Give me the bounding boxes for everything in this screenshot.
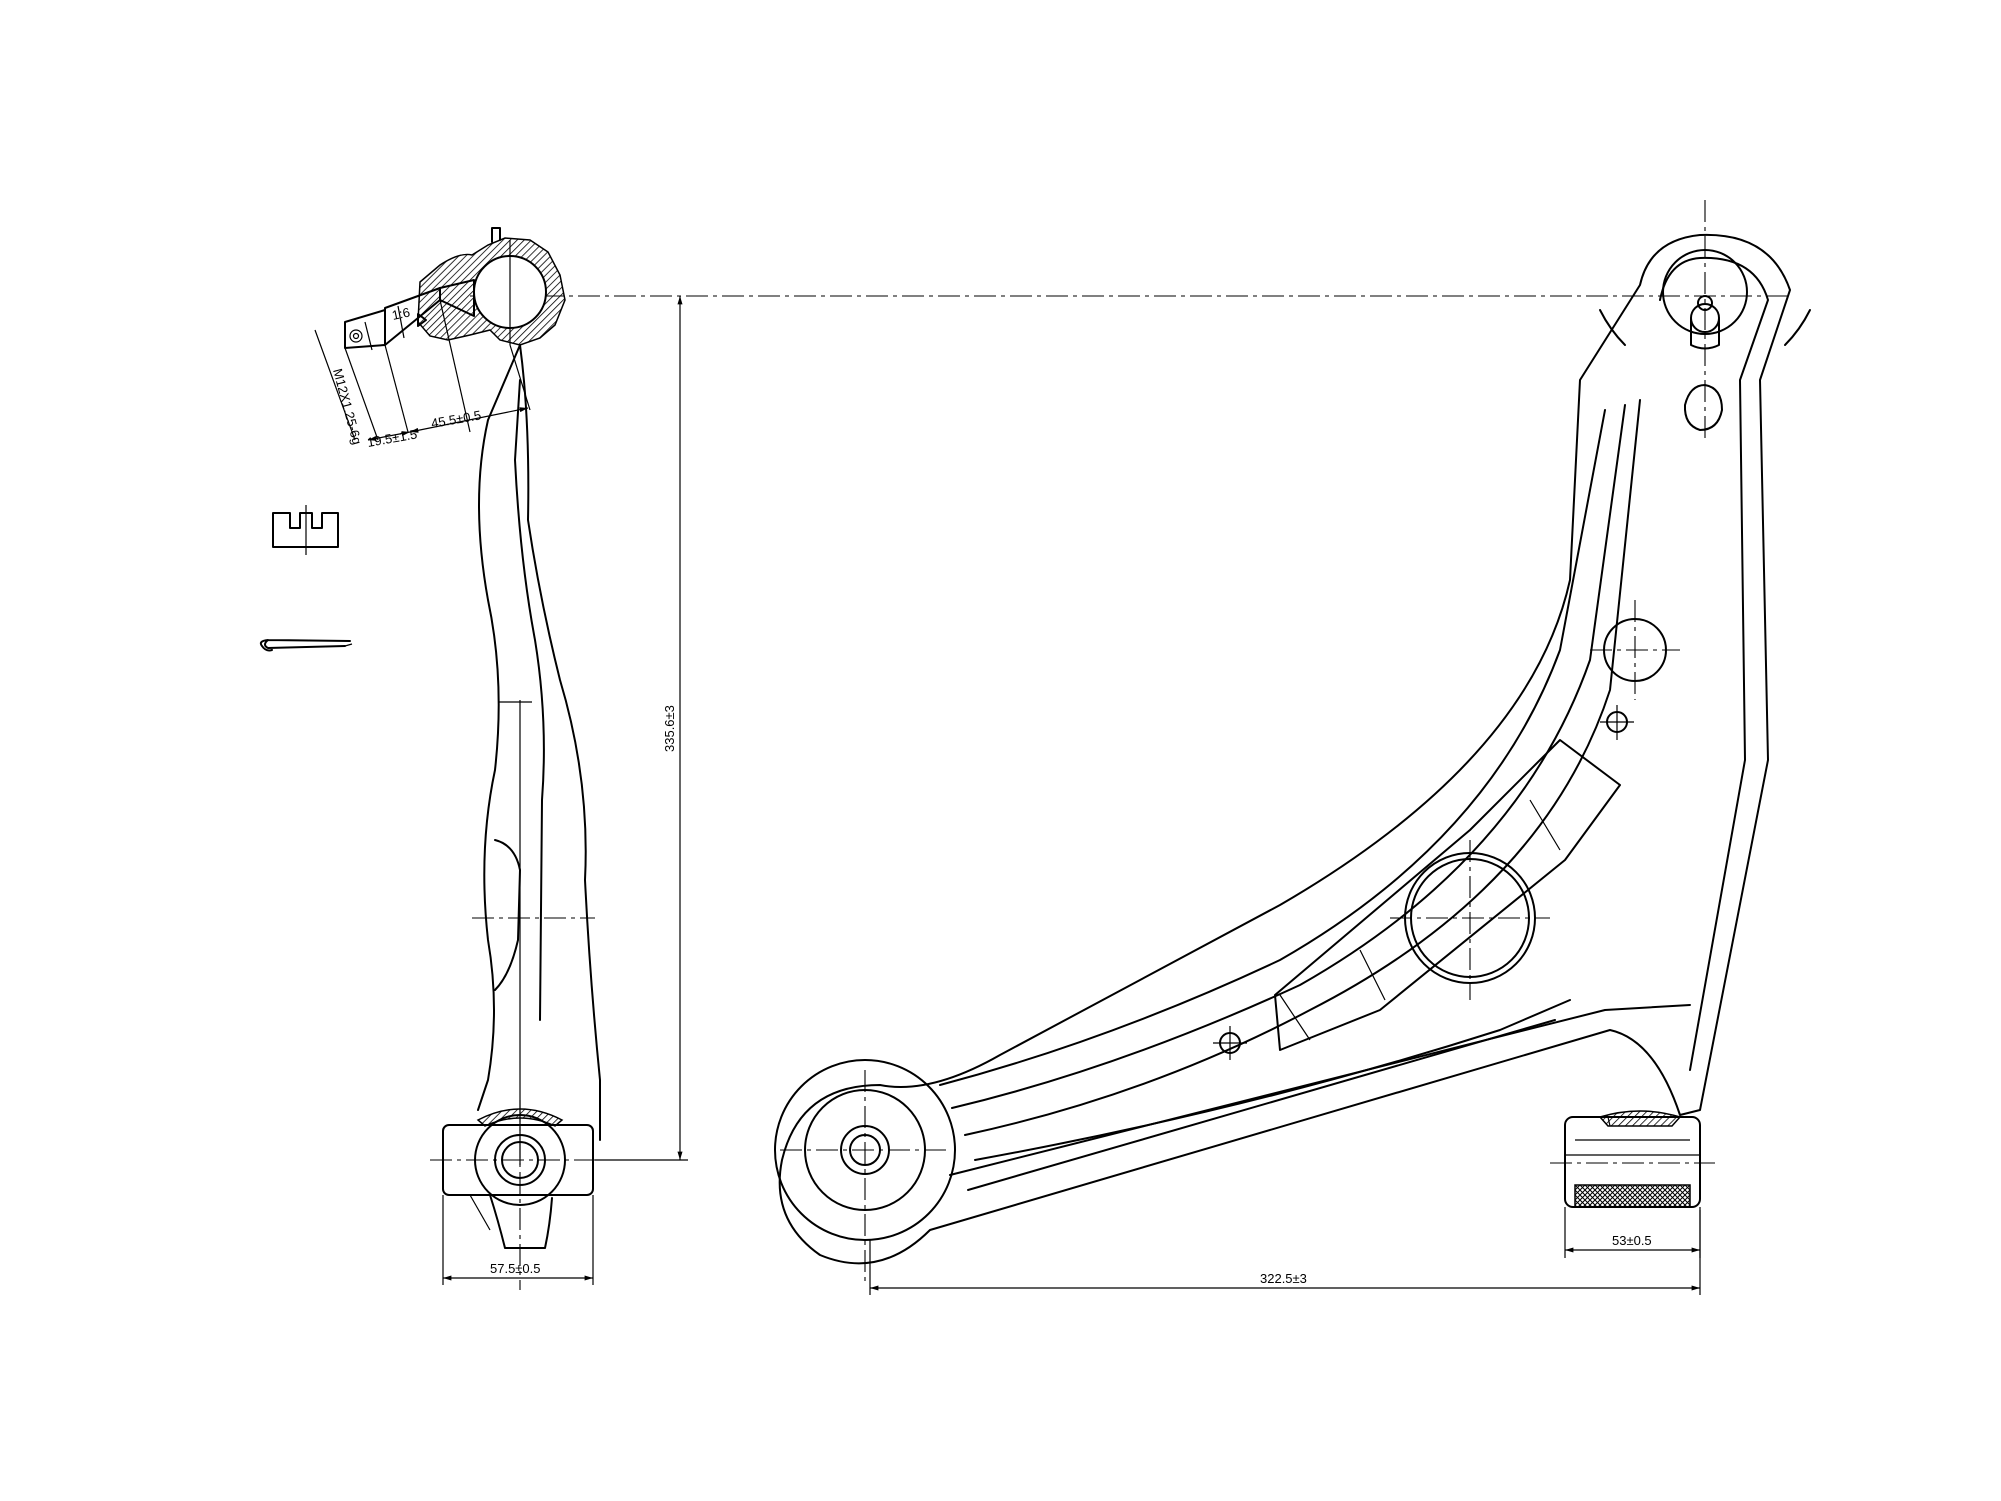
taper-label: 1:6	[391, 305, 412, 323]
height-label: 335.6±3	[662, 705, 677, 752]
span-label: 322.5±3	[1260, 1271, 1307, 1286]
front-bushing-width-label: 57.5±0.5	[490, 1261, 541, 1276]
front-bushing-side	[430, 1100, 610, 1290]
front-bushing-top	[774, 1059, 956, 1285]
arm-side-flange	[494, 839, 521, 991]
top-view: 53±0.5 322.5±3	[774, 200, 1811, 1295]
rear-bushing	[1550, 1110, 1715, 1208]
web-divider-3	[1529, 799, 1561, 851]
arm-top-web-line-3	[964, 399, 1641, 1136]
height-dimension: 335.6±3	[595, 296, 688, 1161]
arm-top-rib-lower-2	[967, 1019, 1556, 1191]
ball-stud: 1:6	[344, 279, 475, 351]
arm-side-inner-rib	[514, 379, 545, 1021]
web-divider-2	[1279, 994, 1311, 1041]
arm-top-outline	[778, 233, 1791, 1265]
front-bushing-width-dimension: 57.5±0.5	[442, 1195, 594, 1285]
web-divider-1	[1359, 949, 1386, 1001]
side-view: 1:6 M12X1.25-6g 19.5±1.5 45.5±0.5	[259, 227, 1790, 1290]
rear-bushing-width-dimension: 53±0.5	[1564, 1207, 1701, 1258]
small-hole-2	[1213, 1026, 1247, 1060]
ball-joint-top	[1599, 200, 1811, 440]
arm-side-outline	[477, 344, 601, 1141]
ball-offset-label: 45.5±0.5	[430, 407, 482, 431]
span-dimension: 322.5±3	[869, 1210, 1701, 1295]
castle-nut-icon	[272, 505, 339, 555]
arm-top-rib-lower	[974, 999, 1571, 1161]
arm-top-web-line-1	[939, 409, 1606, 1086]
cotter-pin-icon	[259, 639, 353, 652]
mounting-hole-upper	[1590, 600, 1680, 700]
arm-top-inner-contour	[949, 256, 1769, 1176]
ball-joint-housing	[417, 227, 566, 346]
arm-top-web-line-2	[951, 404, 1626, 1109]
thread-spec-label: M12X1.25-6g	[330, 367, 365, 446]
arm-top-web-pocket	[1274, 739, 1621, 1051]
center-boss	[1390, 840, 1550, 1000]
rear-bushing-width-label: 53±0.5	[1612, 1233, 1652, 1248]
small-hole-1	[1600, 705, 1634, 740]
